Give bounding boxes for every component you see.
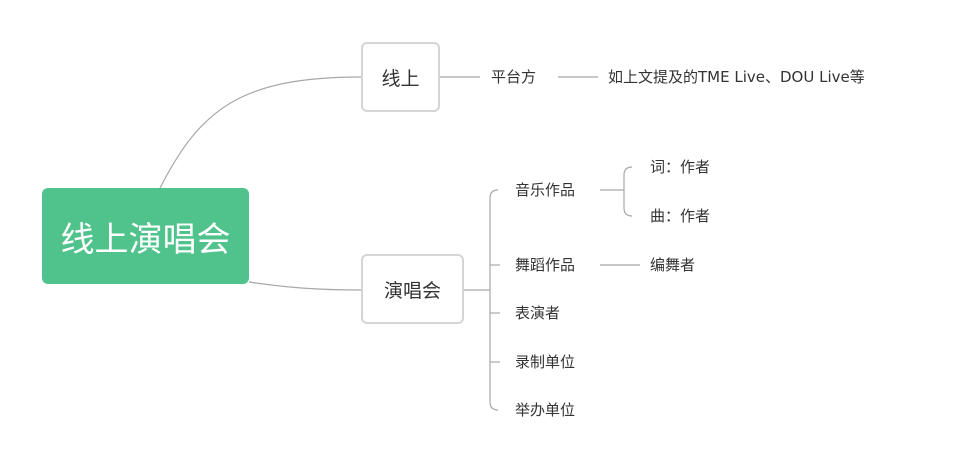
topic-melody-author[interactable]: 曲：作者 [650,207,711,225]
topic-music-works[interactable]: 音乐作品 [515,181,576,199]
topic-recording-unit[interactable]: 录制单位 [515,353,576,371]
branch-concert-label: 演唱会 [383,279,441,302]
branch-concert[interactable]: 演唱会 [361,254,464,324]
topic-organizer[interactable]: 举办单位 [515,401,576,419]
root-label: 线上演唱会 [60,219,231,260]
topic-platform[interactable]: 平台方 [491,68,537,86]
bracket-concert [489,189,499,411]
bracket-music [623,166,633,217]
branch-online[interactable]: 线上 [361,42,440,112]
connector-root-concert [248,281,362,291]
topic-dance-works[interactable]: 舞蹈作品 [515,256,576,274]
topic-lyrics-author[interactable]: 词：作者 [650,158,711,176]
connector-root-online [159,76,362,189]
topic-performer[interactable]: 表演者 [515,304,561,322]
topic-choreographer[interactable]: 编舞者 [650,256,696,274]
topic-platform-detail[interactable]: 如上文提及的TME Live、DOU Live等 [608,68,865,86]
branch-online-label: 线上 [381,67,420,90]
root-node[interactable]: 线上演唱会 [42,188,249,284]
